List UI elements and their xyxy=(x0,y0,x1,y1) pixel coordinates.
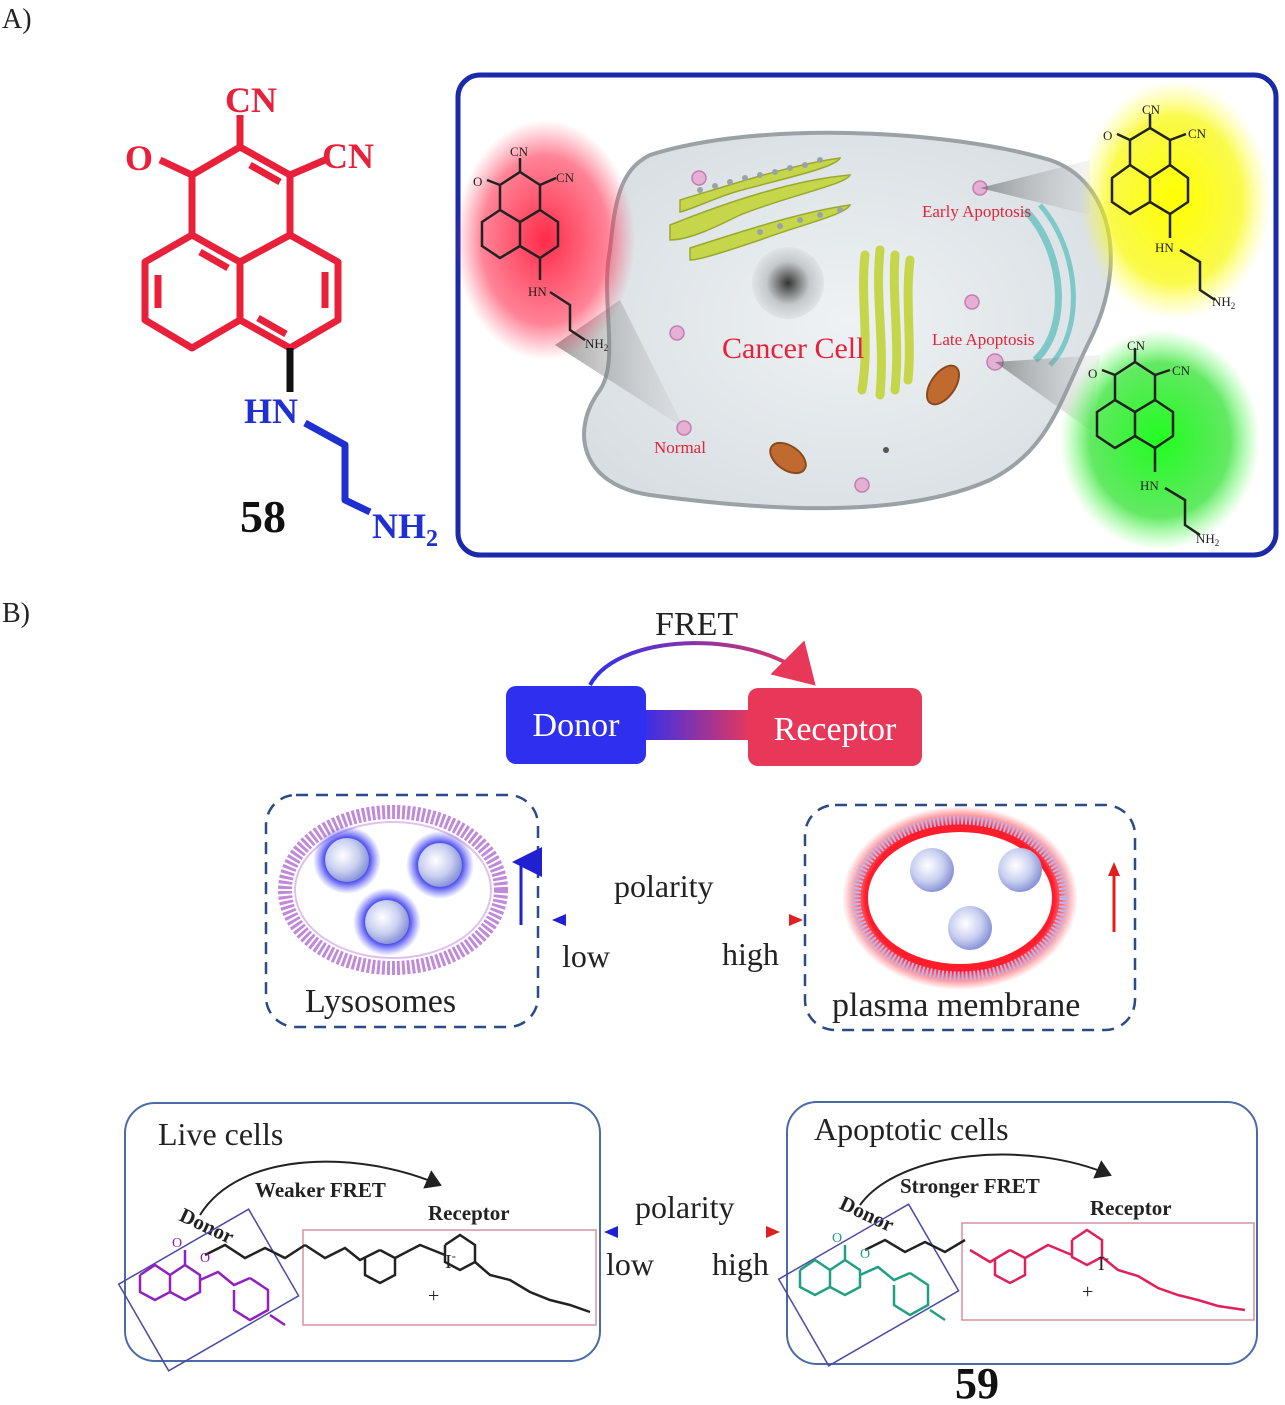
cn-right-label: CN xyxy=(322,136,374,176)
plasma-vesicles xyxy=(910,848,1042,950)
mitochondrion-2 xyxy=(769,441,807,475)
probe-green-late: CN CN O HN NH2 xyxy=(1060,330,1260,550)
apoptotic-plus: + xyxy=(1082,1281,1093,1303)
live-plus: + xyxy=(428,1285,439,1307)
nucleus xyxy=(752,247,824,319)
nh2-label: NH2 xyxy=(372,506,438,552)
oxygen-label: O xyxy=(125,138,153,178)
cn-top-label: CN xyxy=(225,80,277,120)
apoptotic-iodide: I- xyxy=(1098,1250,1109,1275)
callout-early xyxy=(980,160,1090,215)
er-curve-1 xyxy=(1022,207,1062,363)
receptor-small-apoptotic: Receptor xyxy=(1090,1196,1172,1220)
live-receptor-box xyxy=(302,1229,597,1326)
live-cells-label: Live cells xyxy=(158,1116,283,1152)
apoptotic-linker-structure xyxy=(864,1238,966,1254)
live-linker-structure xyxy=(204,1233,591,1314)
svg-text:HN: HN xyxy=(528,284,547,299)
live-donor-structure xyxy=(138,1250,286,1327)
svg-text:NH2: NH2 xyxy=(1196,531,1219,548)
weaker-fret-arrow xyxy=(199,1160,442,1216)
lysosome-membrane-inner xyxy=(294,821,492,959)
svg-text:CN: CN xyxy=(510,144,529,159)
probe-yellow-early: CN CN O HN NH2 xyxy=(1080,80,1270,320)
lysosome-membrane xyxy=(278,805,508,975)
fret-linker xyxy=(640,710,752,740)
lysosome-box xyxy=(264,793,540,1029)
lysosomes-label: Lysosomes xyxy=(305,983,456,1020)
svg-text:CN: CN xyxy=(1188,126,1207,141)
normal-label: Normal xyxy=(654,438,706,457)
polarity-label-bottom: polarity xyxy=(635,1189,735,1225)
high-label-bottom: high xyxy=(712,1246,769,1282)
svg-text:O: O xyxy=(172,1236,182,1251)
donor-box xyxy=(506,686,646,764)
early-apoptosis-label: Early Apoptosis xyxy=(922,202,1031,221)
apoptotic-cells-label: Apoptotic cells xyxy=(814,1111,1009,1147)
probe-red-normal: CN CN O HN NH2 xyxy=(455,120,635,360)
high-label-top: high xyxy=(722,936,779,972)
donor-label: Donor xyxy=(533,707,621,744)
panel-b-label: B) xyxy=(2,598,30,629)
svg-text:O: O xyxy=(1088,366,1097,381)
svg-text:O: O xyxy=(473,174,482,189)
svg-text:O: O xyxy=(832,1231,842,1246)
apoptotic-receptor-structure xyxy=(969,1228,1246,1312)
plasma-membrane-label: plasma membrane xyxy=(832,987,1080,1024)
mitochondrion-1 xyxy=(926,364,960,406)
lysosome-vesicles xyxy=(313,826,474,956)
svg-text:CN: CN xyxy=(1142,102,1161,117)
apoptotic-receptor-box xyxy=(961,1222,1255,1321)
low-label-bottom: low xyxy=(606,1246,654,1282)
stronger-fret-arrow xyxy=(859,1153,1112,1206)
golgi xyxy=(669,157,852,261)
svg-text:CN: CN xyxy=(556,170,575,185)
svg-text:O: O xyxy=(1103,128,1112,143)
compound-58-number: 58 xyxy=(240,491,286,542)
fret-label: FRET xyxy=(655,606,738,643)
late-apoptosis-label: Late Apoptosis xyxy=(932,330,1034,349)
receptor-box xyxy=(748,688,922,766)
svg-text:HN: HN xyxy=(1155,240,1174,255)
apoptotic-donor-group xyxy=(777,1203,960,1367)
live-iodide: I- xyxy=(445,1248,456,1273)
svg-text:NH2: NH2 xyxy=(1212,294,1235,311)
er-curve-2 xyxy=(1038,203,1076,367)
plasma-membrane-box xyxy=(803,803,1137,1032)
receptor-small-live: Receptor xyxy=(428,1201,510,1225)
live-cells-box xyxy=(124,1102,601,1362)
svg-text:CN: CN xyxy=(1127,338,1146,353)
stronger-fret-label: Stronger FRET xyxy=(900,1174,1040,1198)
polarity-label-top: polarity xyxy=(614,868,714,904)
apoptotic-cells-box xyxy=(786,1101,1258,1365)
receptor-label: Receptor xyxy=(774,711,897,748)
ribosomes xyxy=(697,157,843,235)
svg-text:HN: HN xyxy=(1140,478,1159,493)
svg-text:NH2: NH2 xyxy=(585,336,608,353)
compound-59-number: 59 xyxy=(955,1359,999,1405)
plasma-membrane-ring xyxy=(851,815,1069,981)
svg-text:CN: CN xyxy=(1172,363,1191,378)
molecule-58: CN CN O HN NH2 58 xyxy=(125,80,438,552)
svg-text:O: O xyxy=(860,1247,870,1262)
panel-a-label: A) xyxy=(2,4,32,35)
fret-arrow xyxy=(588,640,816,686)
svg-text:O: O xyxy=(200,1251,210,1266)
apoptotic-donor-structure xyxy=(798,1245,946,1322)
mitochondria-lines xyxy=(857,245,915,400)
small-dot xyxy=(883,447,889,453)
weaker-fret-label: Weaker FRET xyxy=(255,1178,386,1202)
low-label-top: low xyxy=(562,938,610,974)
hn-label: HN xyxy=(244,391,298,431)
donor-small-live: Donor xyxy=(176,1203,238,1249)
cancer-cell-label: Cancer Cell xyxy=(722,332,864,365)
